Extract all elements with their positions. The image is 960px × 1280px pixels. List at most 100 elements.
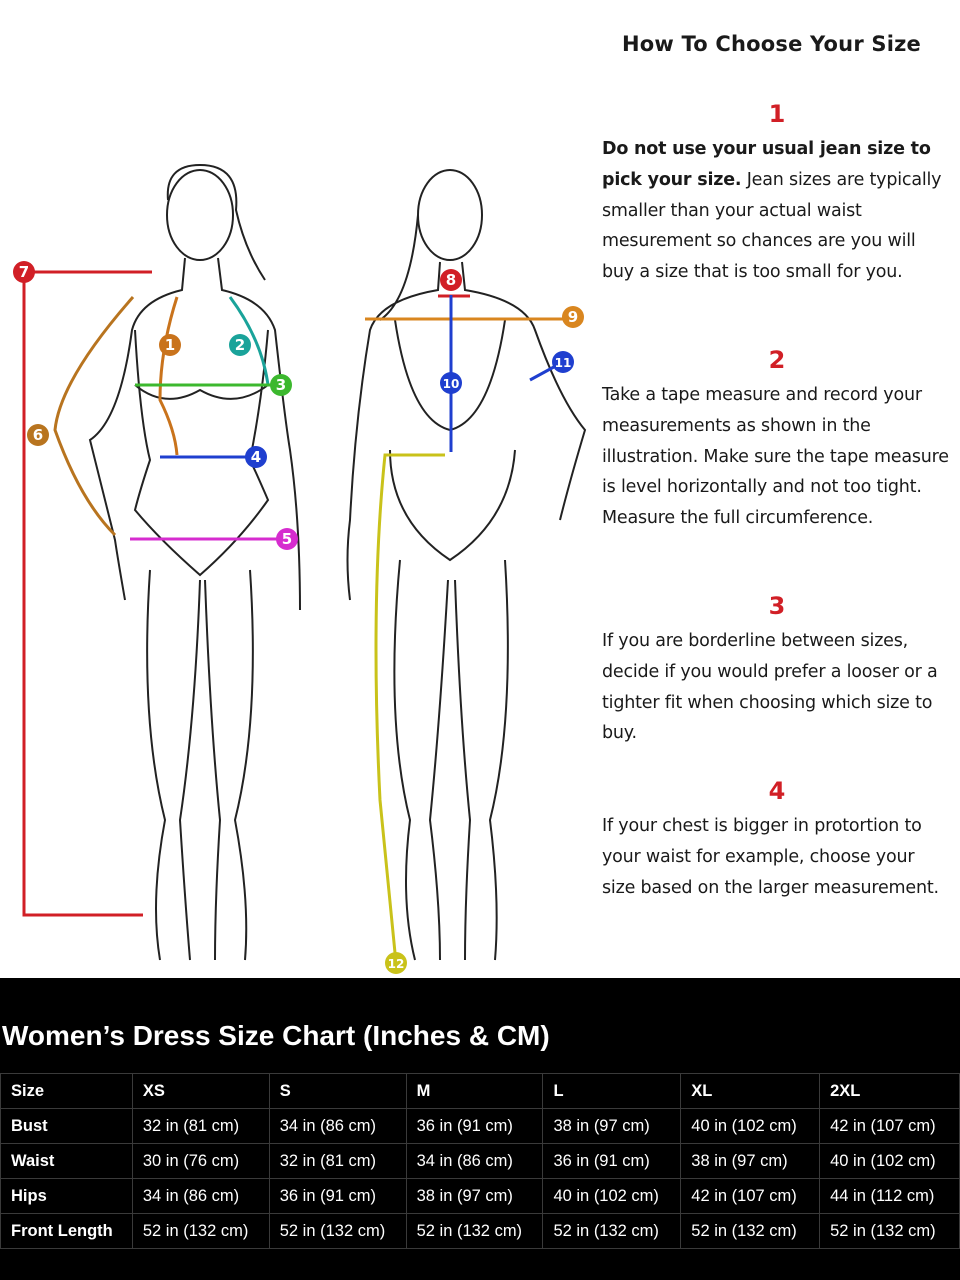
marker-label: 11 xyxy=(555,356,572,370)
step-text: Take a tape measure and record your meas… xyxy=(602,385,949,529)
marker-label: 6 xyxy=(33,426,43,444)
marker-circle xyxy=(13,261,35,283)
row-header: Waist xyxy=(0,1143,133,1179)
table-cell: 44 in (112 cm) xyxy=(819,1178,960,1214)
marker-label: 5 xyxy=(282,530,292,548)
marker-circle xyxy=(552,351,574,373)
marker-circle xyxy=(385,952,407,974)
marker-circle xyxy=(159,334,181,356)
column-header: 2XL xyxy=(819,1073,960,1109)
row-header: Front Length xyxy=(0,1213,133,1249)
column-header: M xyxy=(405,1073,544,1109)
guide-step-1: 1 Do not use your usual jean size to pic… xyxy=(602,100,952,288)
step-text: Jean sizes are typically smaller than yo… xyxy=(602,169,942,283)
marker-circle xyxy=(562,306,584,328)
step-number: 2 xyxy=(768,346,786,374)
table-cell: 42 in (107 cm) xyxy=(819,1108,960,1144)
marker-label: 12 xyxy=(388,957,405,971)
column-header: Size xyxy=(0,1073,133,1109)
measurement-lines xyxy=(22,270,573,964)
front-figure xyxy=(88,163,301,961)
table-cell: 52 in (132 cm) xyxy=(680,1213,821,1249)
table-cell: 30 in (76 cm) xyxy=(131,1143,270,1179)
marker-label: 10 xyxy=(443,377,460,391)
row-header: Bust xyxy=(0,1108,133,1144)
table-cell: 34 in (86 cm) xyxy=(131,1178,270,1214)
table-cell: 40 in (102 cm) xyxy=(542,1178,682,1214)
table-cell: 52 in (132 cm) xyxy=(131,1213,270,1249)
table-cell: 42 in (107 cm) xyxy=(680,1178,821,1214)
step-text: If you are borderline between sizes, dec… xyxy=(602,631,938,744)
line-2 xyxy=(228,296,270,386)
marker-circle xyxy=(276,528,298,550)
marker-label: 2 xyxy=(235,336,245,354)
marker-5: 5 xyxy=(276,528,298,550)
table-cell: 34 in (86 cm) xyxy=(405,1143,544,1179)
table-cell: 52 in (132 cm) xyxy=(268,1213,407,1249)
guide-step-2: 2 Take a tape measure and record your me… xyxy=(602,346,952,534)
marker-circle xyxy=(27,424,49,446)
table-cell: 36 in (91 cm) xyxy=(542,1143,682,1179)
size-chart-section: Women’s Dress Size Chart (Inches & CM) S… xyxy=(0,978,960,1280)
step-text: If your chest is bigger in protortion to… xyxy=(602,816,939,898)
marker-6: 6 xyxy=(27,424,49,446)
marker-label: 8 xyxy=(446,271,456,289)
column-header: S xyxy=(268,1073,407,1109)
marker-1: 1 xyxy=(159,334,181,356)
column-header: L xyxy=(542,1073,682,1109)
step-bold-text: Do not use your usual jean size to pick … xyxy=(602,139,931,190)
guide-title: How To Choose Your Size xyxy=(622,32,921,56)
line-1 xyxy=(158,296,179,456)
marker-circle xyxy=(440,269,462,291)
guide-step-4: 4 If your chest is bigger in protortion … xyxy=(602,777,952,903)
line-12 xyxy=(374,453,445,964)
table-cell: 38 in (97 cm) xyxy=(542,1108,682,1144)
column-header: XL xyxy=(680,1073,821,1109)
table-cell: 40 in (102 cm) xyxy=(680,1108,821,1144)
marker-12: 12 xyxy=(385,952,407,974)
step-number: 3 xyxy=(768,592,786,620)
marker-3: 3 xyxy=(270,374,292,396)
marker-2: 2 xyxy=(229,334,251,356)
size-chart-title: Women’s Dress Size Chart (Inches & CM) xyxy=(2,1020,550,1051)
row-header: Hips xyxy=(0,1178,133,1214)
marker-circle xyxy=(270,374,292,396)
line-7-height xyxy=(22,270,152,917)
marker-label: 4 xyxy=(251,448,261,466)
marker-11: 11 xyxy=(552,351,574,373)
table-cell: 32 in (81 cm) xyxy=(131,1108,270,1144)
guide-step-3: 3 If you are borderline between sizes, d… xyxy=(602,592,952,749)
table-cell: 32 in (81 cm) xyxy=(268,1143,407,1179)
marker-circle xyxy=(245,446,267,468)
step-number: 1 xyxy=(768,100,786,128)
table-cell: 52 in (132 cm) xyxy=(405,1213,544,1249)
marker-7: 7 xyxy=(13,261,35,283)
table-cell: 52 in (132 cm) xyxy=(542,1213,682,1249)
marker-10: 10 xyxy=(440,372,462,394)
column-header: XS xyxy=(131,1073,270,1109)
marker-label: 1 xyxy=(165,336,175,354)
marker-9: 9 xyxy=(562,306,584,328)
marker-label: 9 xyxy=(568,308,578,326)
marker-circle xyxy=(229,334,251,356)
marker-8: 8 xyxy=(440,269,462,291)
marker-label: 3 xyxy=(276,376,286,394)
table-cell: 36 in (91 cm) xyxy=(405,1108,544,1144)
step-number: 4 xyxy=(768,777,786,805)
marker-circle xyxy=(440,372,462,394)
marker-4: 4 xyxy=(245,446,267,468)
line-6-arm xyxy=(53,296,135,537)
table-cell: 36 in (91 cm) xyxy=(268,1178,407,1214)
table-cell: 38 in (97 cm) xyxy=(405,1178,544,1214)
table-cell: 34 in (86 cm) xyxy=(268,1108,407,1144)
table-cell: 40 in (102 cm) xyxy=(819,1143,960,1179)
back-figure xyxy=(346,169,587,961)
